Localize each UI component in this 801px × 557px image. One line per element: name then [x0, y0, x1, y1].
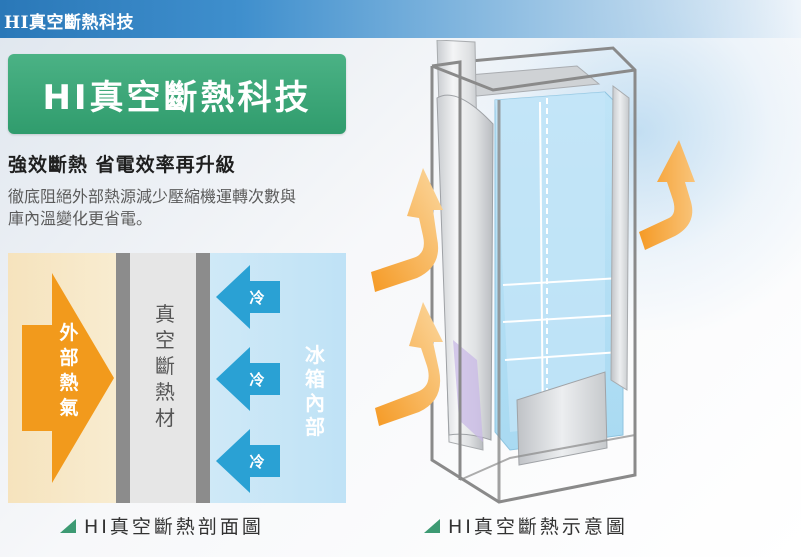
heat-arrow-icon	[375, 302, 443, 426]
header-title: HI真空斷熱科技	[4, 13, 135, 33]
top-header-strip	[0, 0, 801, 38]
feature-subtitle: 強效斷熱 省電效率再升級	[8, 154, 236, 176]
cold-label-1: 冷	[249, 289, 265, 307]
insul-char-4: 熱	[155, 380, 175, 404]
inside-char-2: 箱	[305, 367, 325, 391]
insul-char-3: 斷	[155, 354, 175, 378]
insul-char-1: 真	[155, 302, 175, 326]
cold-arrow-icon	[216, 429, 280, 493]
cold-arrow-icon	[216, 347, 280, 411]
exterior-heat-label: 外 部 熱 氣	[56, 321, 82, 421]
caption-triangle-icon	[60, 518, 76, 533]
tech-banner: HI真空斷熱科技	[8, 54, 346, 134]
vacuum-insulation-panel	[130, 253, 196, 503]
hot-char-2: 部	[59, 347, 79, 369]
cross-section-caption: HI真空斷熱剖面圖	[60, 512, 264, 539]
description-line-2: 庫內溫變化更省電。	[8, 209, 153, 228]
schematic-caption: HI真空斷熱示意圖	[424, 512, 628, 539]
cross-section-caption-text: HI真空斷熱剖面圖	[84, 516, 264, 538]
insulation-label: 真 空 斷 熱 材	[150, 301, 180, 431]
inner-panel	[196, 253, 210, 503]
cold-arrow-icon	[216, 265, 280, 329]
inside-char-1: 冰	[305, 343, 325, 367]
hot-air-arrow-icon	[22, 273, 114, 483]
cold-label-2: 冷	[249, 371, 265, 389]
hot-char-1: 外	[59, 322, 79, 344]
cross-section-diagram: 外 部 熱 氣 真 空 斷 熱 材 冷 冷 冷 冰 箱 內 部	[8, 253, 346, 503]
hot-char-3: 熱	[59, 372, 79, 394]
fridge-interior-label: 冰 箱 內 部	[302, 343, 328, 439]
description-line-1: 徹底阻絕外部熱源減少壓縮機運轉次數與	[8, 187, 297, 206]
inside-char-3: 內	[305, 391, 325, 415]
insul-char-5: 材	[155, 406, 175, 430]
heat-arrow-icon	[371, 168, 443, 292]
cold-label-3: 冷	[249, 453, 265, 471]
heat-arrow-icon	[639, 140, 695, 250]
caption-triangle-icon	[424, 518, 440, 533]
hot-char-4: 氣	[59, 397, 79, 419]
feature-description: 徹底阻絕外部熱源減少壓縮機運轉次數與 庫內溫變化更省電。	[8, 186, 353, 230]
insul-char-2: 空	[155, 328, 175, 352]
outer-panel	[116, 253, 130, 503]
fridge-schematic-illustration	[371, 40, 695, 504]
schematic-caption-text: HI真空斷熱示意圖	[448, 516, 628, 538]
inside-char-4: 部	[305, 415, 325, 439]
